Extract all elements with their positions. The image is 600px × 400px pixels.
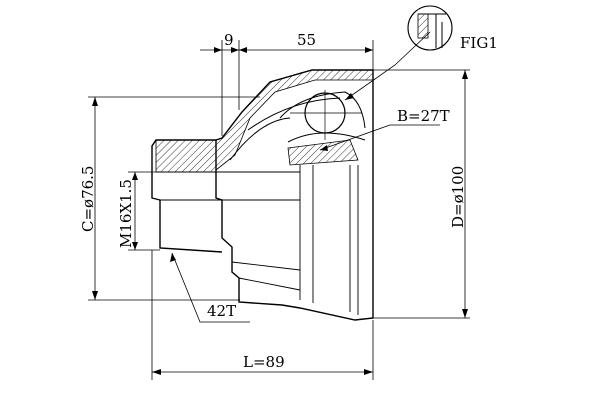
inner-race-hatch [287, 139, 359, 166]
stub-shaft-hatch [155, 139, 217, 173]
fig1-label: FIG1 [460, 34, 498, 52]
length-label: L=89 [243, 353, 285, 371]
dimension-lines [88, 31, 470, 380]
diameter-d-label: D=ø100 [449, 166, 467, 228]
dim-9-label: 9 [224, 31, 234, 49]
diameter-c-label: C=ø76.5 [79, 166, 97, 232]
thread-label: M16X1.5 [117, 179, 135, 248]
dim-55-label: 55 [297, 31, 316, 49]
spline-b-label: B=27T [397, 107, 450, 125]
housing-outline [215, 69, 374, 321]
joint-body [151, 69, 374, 321]
teeth-42t-label: 42T [207, 302, 236, 320]
fig1-detail [407, 5, 453, 51]
